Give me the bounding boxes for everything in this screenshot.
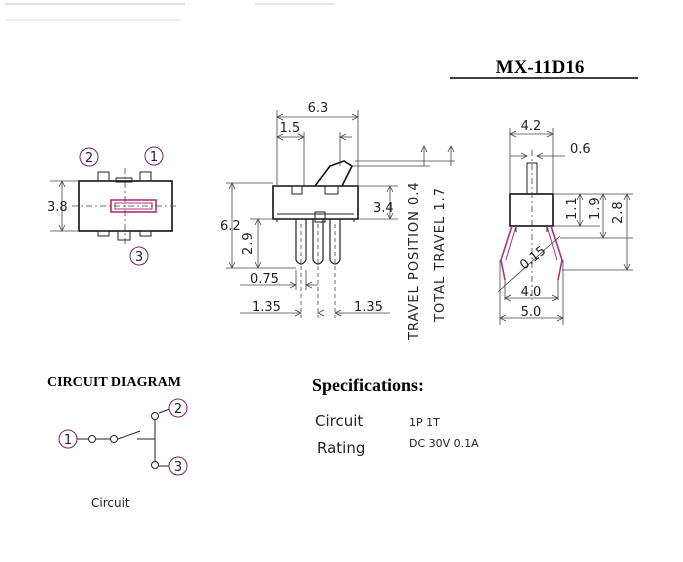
travel-position-label: TRAVEL POSITION 0.4	[407, 181, 422, 341]
end-view: 4.2 0.6 1.1 1.9 2.8 0.15 4.0	[497, 119, 633, 325]
top-view: 3.8 2 1 3	[47, 146, 178, 266]
total-travel-label: TOTAL TRAVEL 1.7	[433, 187, 448, 323]
specifications-heading: Specifications:	[312, 375, 424, 395]
top-artifact	[5, 3, 335, 21]
circuit-heading: CIRCUIT DIAGRAM	[47, 375, 181, 390]
svg-text:1: 1	[150, 150, 158, 165]
circuit-pin-3: 3	[168, 456, 188, 476]
end-inner-dim: 4.0	[521, 285, 542, 300]
side-pin-height-dim: 3.4	[373, 201, 394, 216]
side-height-dim: 6.2	[220, 219, 241, 234]
side-offset-dim: 1.5	[280, 121, 301, 136]
circuit-pin-1: 1	[58, 429, 78, 449]
end-dim-c: 2.8	[611, 200, 626, 224]
end-outer-dim: 5.0	[521, 305, 542, 320]
side-body-dim: 2.9	[241, 231, 256, 255]
side-pitch-left-dim: 1.35	[252, 300, 281, 315]
end-dim-a: 1.1	[565, 196, 580, 220]
circuit-pin-2: 2	[168, 398, 188, 418]
top-view-height-dim: 3.8	[47, 200, 68, 215]
top-pin-1: 1	[144, 146, 164, 166]
specifications: Specifications: Circuit 1P 1T Rating DC …	[312, 375, 479, 457]
svg-text:1: 1	[64, 433, 72, 448]
side-view: 6.3 1.5 6.2 2.9 3.4	[220, 101, 455, 341]
end-dim-b: 1.9	[588, 196, 603, 220]
svg-text:3: 3	[135, 250, 143, 265]
spec-label-circuit: Circuit	[315, 412, 363, 430]
end-top-dim: 4.2	[521, 119, 542, 134]
side-width-dim: 6.3	[308, 101, 329, 116]
circuit-diagram: CIRCUIT DIAGRAM 1 2 3 Circuit	[47, 375, 188, 510]
top-pin-3: 3	[129, 246, 149, 266]
model-number: MX-11D16	[496, 57, 585, 78]
spec-value-circuit: 1P 1T	[409, 416, 440, 429]
top-pin-2: 2	[79, 147, 99, 167]
end-lever-dim: 0.6	[570, 142, 591, 157]
circuit-caption: Circuit	[91, 496, 130, 510]
svg-text:3: 3	[174, 460, 182, 475]
model-title: MX-11D16	[450, 57, 638, 79]
end-thickness-dim: 0.15	[517, 244, 549, 274]
svg-text:2: 2	[174, 402, 182, 417]
spec-label-rating: Rating	[317, 439, 365, 457]
spec-value-rating: DC 30V 0.1A	[409, 437, 479, 450]
side-pin-width-dim: 0.75	[250, 272, 279, 287]
svg-text:2: 2	[85, 151, 93, 166]
side-pitch-right-dim: 1.35	[354, 300, 383, 315]
